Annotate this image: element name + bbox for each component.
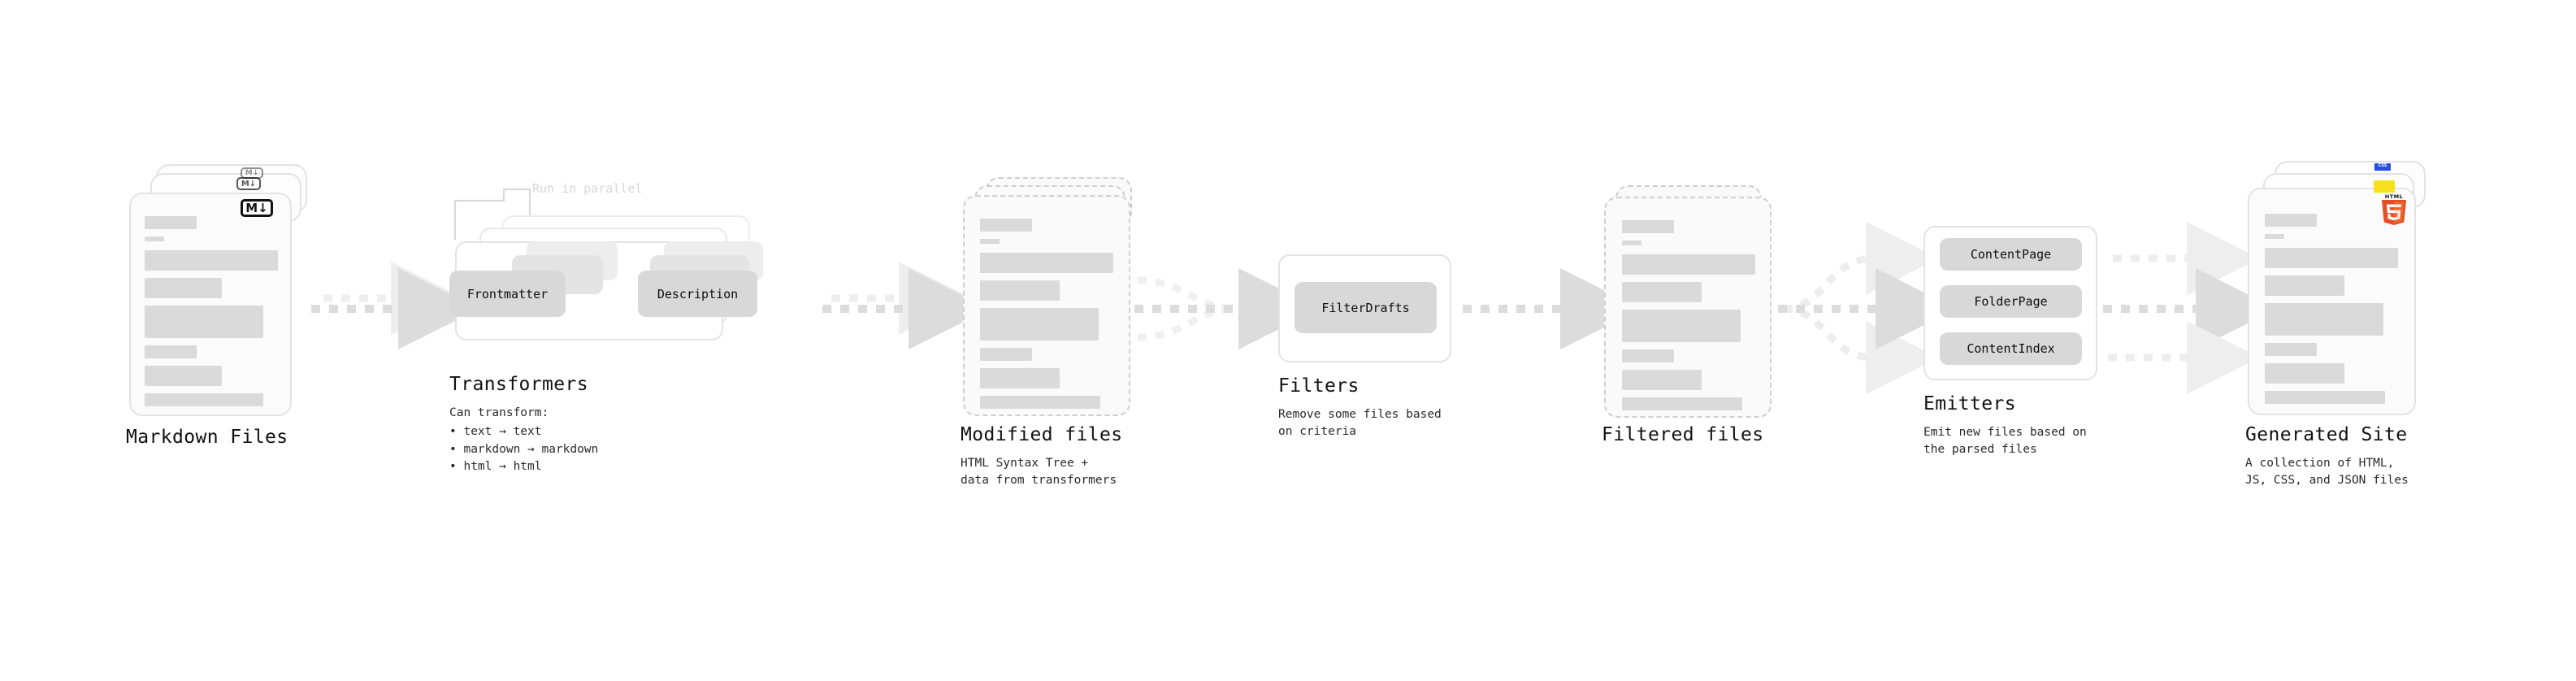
arrow-markdown-to-transformers: [311, 262, 479, 349]
emitters-subtitle: Emit new files based on the parsed files: [1923, 426, 2087, 457]
modified-files-subtitle: HTML Syntax Tree + data from transformer…: [961, 457, 1117, 488]
site-card-content: [2265, 214, 2398, 411]
arrow-transformers-to-modified: [822, 262, 990, 349]
generated-site-label: Generated Site A collection of HTML, JS,…: [2245, 424, 2409, 490]
transformers-subtitle: Can transform:: [449, 406, 549, 419]
filtered-files-title: Filtered files: [1602, 424, 1764, 445]
transformer-pill-frontmatter[interactable]: Frontmatter: [449, 271, 566, 317]
generated-site-subtitle: A collection of HTML, JS, CSS, and JSON …: [2245, 457, 2409, 488]
modified-card-content: [980, 219, 1113, 416]
run-in-parallel-label: Run in parallel: [532, 181, 642, 196]
transformer-pill-description[interactable]: Description: [638, 271, 757, 317]
markdown-files-label: Markdown Files: [126, 427, 288, 448]
generated-site-title: Generated Site: [2245, 424, 2408, 445]
modified-card-front: [963, 195, 1130, 416]
transformers-title: Transformers: [449, 374, 588, 395]
filtered-files-label: Filtered files: [1602, 424, 1763, 445]
markdown-icon: M↓: [241, 199, 273, 217]
emitters-pill-contentindex[interactable]: ContentIndex: [1940, 332, 2082, 365]
emitters-label: Emitters Emit new files based on the par…: [1923, 393, 2087, 459]
markdown-card-front: [129, 193, 292, 416]
transformers-label: Transformers Can transform: • text → tex…: [449, 374, 598, 475]
filters-title: Filters: [1278, 375, 1360, 397]
transformers-bullet-0: • text → text: [449, 425, 542, 439]
filtered-card-content: [1622, 220, 1755, 418]
markdown-card-content: [145, 216, 278, 414]
arrow-filtered-to-emitters: [1778, 222, 1957, 394]
run-in-parallel-text: Run in parallel: [532, 181, 643, 196]
arrow-modified-to-filters: [1134, 268, 1320, 349]
filters-label: Filters Remove some files based on crite…: [1278, 375, 1442, 441]
html5-icon: HTML: [2380, 193, 2408, 226]
site-card-front: [2248, 188, 2416, 415]
modified-files-label: Modified files HTML Syntax Tree + data f…: [961, 424, 1122, 490]
emitters-title: Emitters: [1923, 393, 2016, 414]
js-icon: [2374, 180, 2395, 193]
modified-files-title: Modified files: [961, 424, 1123, 445]
filtered-card-front: [1604, 197, 1772, 418]
css-icon: CSS: [2374, 163, 2391, 171]
emitters-pill-folderpage[interactable]: FolderPage: [1940, 285, 2082, 318]
filters-pill-filterdrafts[interactable]: FilterDrafts: [1295, 282, 1437, 333]
transformers-bullet-1: • markdown → markdown: [449, 442, 599, 456]
transformers-bullets: • text → text • markdown → markdown • ht…: [449, 423, 598, 475]
emitters-pill-contentpage[interactable]: ContentPage: [1940, 238, 2082, 271]
markdown-files-title: Markdown Files: [126, 427, 288, 448]
filters-subtitle: Remove some files based on criteria: [1278, 408, 1442, 439]
markdown-icon-back1: M↓: [236, 177, 261, 190]
arrow-emitters-to-site: [2103, 222, 2277, 394]
transformers-bullet-2: • html → html: [449, 459, 542, 473]
